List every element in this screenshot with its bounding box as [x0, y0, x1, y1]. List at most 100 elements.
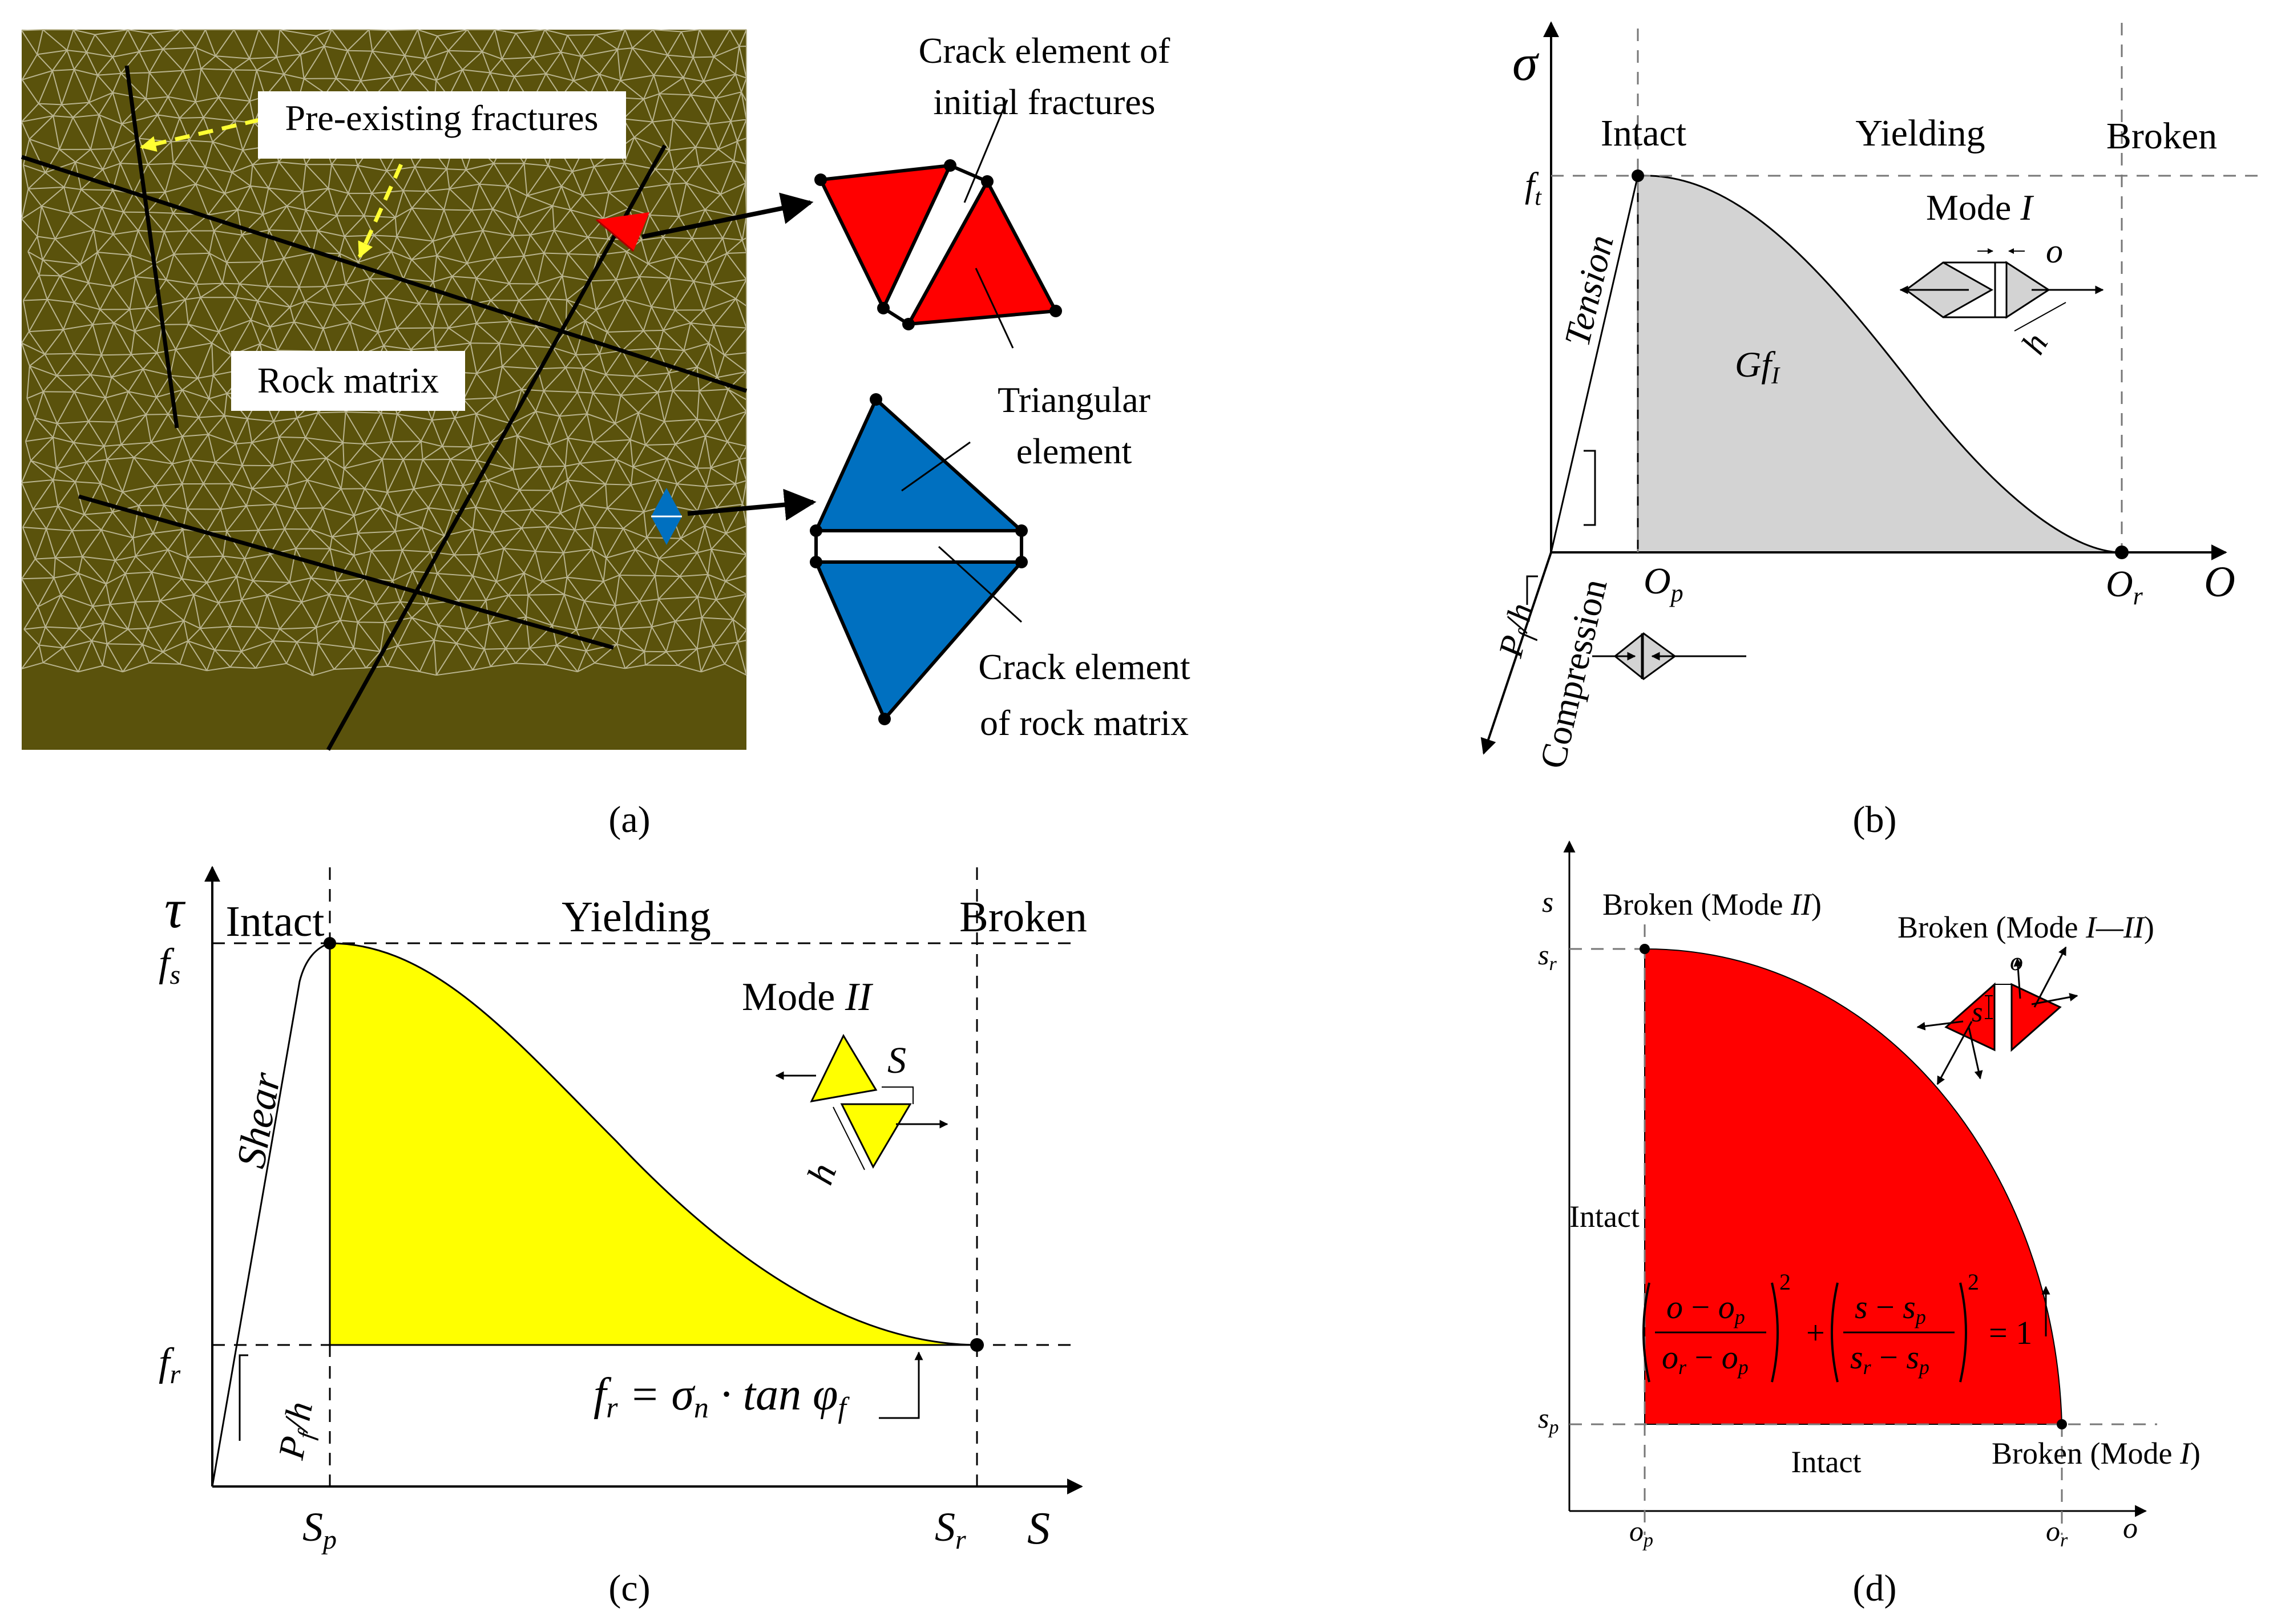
pre-existing-label-box [258, 91, 626, 159]
axis-o: O [2204, 558, 2235, 606]
fracture-line [21, 155, 748, 393]
sr-point [1640, 944, 1650, 954]
axis-sigma: σ [1512, 35, 1540, 91]
mixed-mode-inset [1916, 946, 2078, 1085]
eq-plus: + [1806, 1314, 1825, 1351]
mode-ii-label: Mode II [742, 975, 874, 1019]
triangular-label-line2: element [1016, 431, 1132, 471]
op-label: Op [1644, 560, 1683, 607]
broken-mixed-label: Broken (Mode I—II) [1897, 910, 2154, 944]
op-label-d: op [1629, 1515, 1653, 1551]
zone-broken: Broken [2106, 115, 2217, 157]
peak-point-c [324, 937, 336, 950]
area-label-gf1: GfI [1735, 344, 1781, 389]
mixed-o-label: o [2010, 947, 2023, 976]
mode-i-h: h [2014, 327, 2055, 361]
or-label-d: or [2046, 1515, 2068, 1551]
compression-slope-triangle [1526, 575, 1538, 605]
slope-label-c: Pf/h [270, 1399, 325, 1464]
crack-rock-label-line1: Crack element [978, 647, 1190, 687]
compression-inset [1592, 632, 1746, 680]
zone-intact: Intact [1601, 112, 1686, 154]
fracture-line [326, 144, 667, 751]
mesh-edges [21, 29, 747, 676]
eq-sq-right: 2 [1968, 1269, 1979, 1295]
eq-sq-left: 2 [1779, 1269, 1791, 1295]
mode-i-o: o [2046, 232, 2063, 270]
pre-existing-label: Pre-existing fractures [285, 98, 598, 138]
broken-mode-i-label: Broken (Mode I) [1992, 1436, 2201, 1471]
compression-label: Compression [1532, 575, 1614, 772]
panel-a: Pre-existing fractures Rock matrix Crack… [21, 29, 1190, 841]
axis-tau: τ [164, 878, 186, 939]
sr-label-d: sr [1538, 939, 1557, 975]
residual-equation: fr = σn · tan φf [594, 1370, 850, 1424]
panel-b-caption: (b) [1853, 799, 1897, 841]
zone-yielding: Yielding [1855, 112, 1985, 154]
slope-triangle [1584, 450, 1596, 526]
peak-point [1632, 169, 1644, 182]
rock-matrix-label: Rock matrix [257, 360, 439, 401]
pre-existing-fracture-lines [21, 65, 748, 751]
slope-label: Pf/h [1491, 600, 1545, 662]
peak-label-ft: ft [1525, 166, 1542, 211]
sp-label: Sp [302, 1504, 337, 1555]
or-label: Or [2106, 563, 2143, 610]
crack-initial-label-line1: Crack element of [919, 30, 1170, 71]
triangular-mesh [21, 29, 747, 676]
peak-label-fs: fs [159, 941, 180, 990]
red-crack-marker [596, 212, 649, 251]
intact-left-label: Intact [1569, 1199, 1640, 1234]
panel-c: τ S Intact Yielding Broken fs fr Shear P… [159, 866, 1087, 1609]
compression-axis [1480, 552, 1552, 755]
eq-den-right: sr − sp [1850, 1339, 1929, 1379]
shear-label: Shear [228, 1068, 289, 1171]
triangular-label-line1: Triangular [998, 379, 1150, 420]
residual-point-c [970, 1338, 984, 1352]
panel-b: σ O Intact Yielding Broken ft Tension Co… [1480, 21, 2260, 841]
sr-label: Sr [935, 1504, 966, 1555]
panel-c-caption: (c) [608, 1568, 650, 1609]
panel-a-caption: (a) [608, 799, 650, 841]
mode-ii-inset [775, 1033, 948, 1170]
residual-label-fr: fr [159, 1340, 180, 1389]
residual-point [2115, 546, 2129, 559]
yellow-fracture-energy-area [329, 942, 978, 1346]
eq-num-left: o − op [1666, 1288, 1745, 1328]
zone-intact-c: Intact [225, 898, 324, 946]
red-mixed-mode-region [1644, 948, 2063, 1425]
eq-equals: = 1 [1989, 1314, 2032, 1351]
interaction-equation [1642, 1282, 2050, 1383]
eq-num-right: s − sp [1855, 1288, 1926, 1328]
eq-den-left: or − op [1662, 1339, 1749, 1379]
tension-line [1550, 175, 1639, 553]
red-crack-element-detail [814, 99, 1062, 349]
equation-pointer [879, 1351, 923, 1419]
intact-bottom-label: Intact [1791, 1445, 1862, 1479]
crack-rock-label-line2: of rock matrix [980, 702, 1189, 743]
fracture-line [78, 494, 614, 650]
zone-yielding-c: Yielding [562, 893, 711, 941]
pre-existing-pointers [140, 118, 413, 258]
mode-ii-s: S [887, 1040, 906, 1081]
axis-s: S [1027, 1504, 1050, 1554]
broken-mode-ii-label: Broken (Mode II) [1602, 887, 1822, 922]
crack-initial-label-line2: initial fractures [933, 82, 1155, 122]
sp-label-d: sp [1538, 1402, 1559, 1438]
gray-fracture-energy-area [1637, 175, 2122, 554]
arrow-red-to-detail [641, 192, 814, 239]
mixed-s-label: s [1972, 996, 1983, 1028]
fracture-line [124, 65, 179, 429]
or-point [2057, 1419, 2067, 1429]
mode-i-inset [1899, 248, 2104, 332]
rock-matrix-label-box [231, 351, 465, 411]
arrow-blue-to-detail [687, 488, 817, 521]
panel-d: s o sr sp op or Broken (Mode II) Broken … [1538, 840, 2201, 1609]
panel-d-caption: (d) [1853, 1568, 1897, 1609]
blue-crack-element-detail [810, 393, 1028, 725]
mode-ii-h: h [799, 1158, 845, 1190]
slope-triangle-c [239, 1354, 248, 1441]
mode-i-label: Mode I [1926, 187, 2034, 228]
axis-o-d: o [2123, 1512, 2138, 1545]
